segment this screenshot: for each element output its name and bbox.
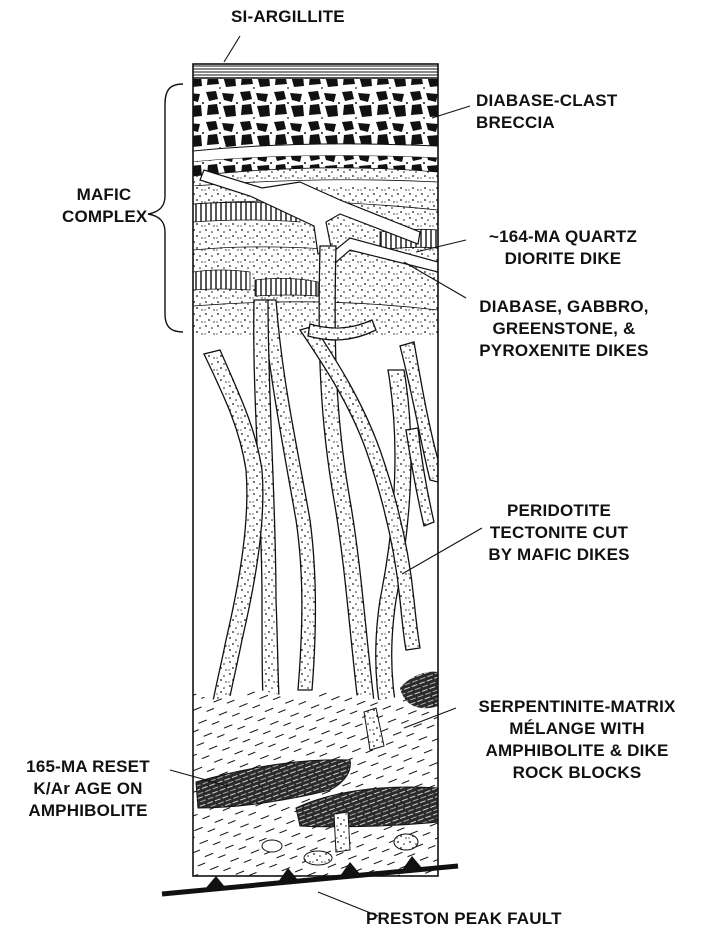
mafic-complex-label: MAFIC COMPLEX [62, 184, 146, 228]
reset-age-label: 165-MA RESET K/Ar AGE ON AMPHIBOLITE [8, 756, 168, 822]
si-argillite-layer [193, 64, 438, 78]
diabase-clast-breccia-layer [193, 79, 438, 151]
mafic-complex-brace [148, 84, 183, 332]
mafic-dikes-label: DIABASE, GABBRO, GREENSTONE, & PYROXENIT… [464, 296, 664, 362]
diabase-clast-breccia-label: DIABASE-CLAST BRECCIA [476, 90, 617, 134]
peridotite-label: PERIDOTITE TECTONITE CUT BY MAFIC DIKES [474, 500, 644, 566]
quartz-diorite-dike-label: ~164-MA QUARTZ DIORITE DIKE [474, 226, 652, 270]
si-argillite-label: SI-ARGILLITE [231, 6, 345, 28]
preston-peak-fault-label: PRESTON PEAK FAULT [366, 908, 562, 930]
melange-label: SERPENTINITE-MATRIX MÉLANGE WITH AMPHIBO… [452, 696, 702, 784]
